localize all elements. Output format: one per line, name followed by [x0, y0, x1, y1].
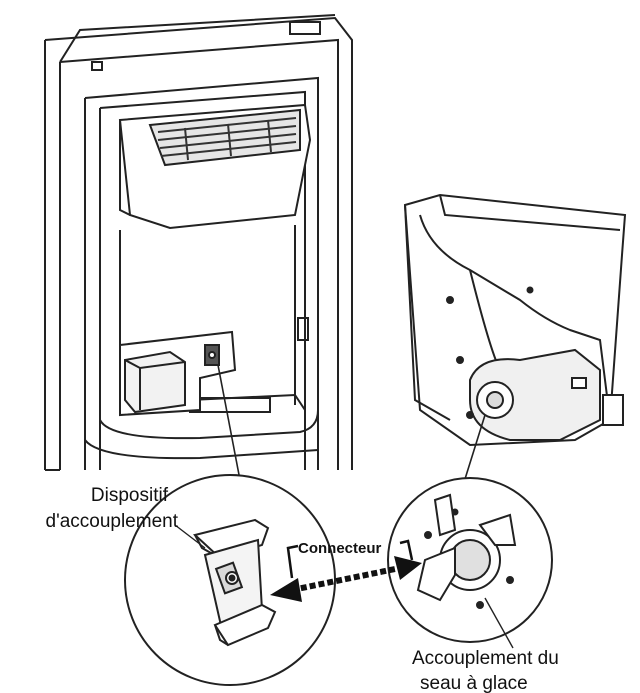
vent-grille [157, 117, 297, 161]
coupling-bracket [192, 518, 277, 647]
coupling-device-zoom [124, 474, 336, 686]
ice-bucket [403, 193, 627, 447]
label-coupling-device-line1: Dispositif [91, 485, 169, 506]
bucket-coupling-zoom [387, 477, 553, 643]
label-coupling-device-line2: d'accouplement [46, 511, 179, 532]
connector-double-arrow [270, 556, 422, 602]
label-pointer-lines [174, 524, 514, 649]
label-connector: Connecteur [298, 540, 382, 557]
label-bucket-coupling-line2: seau à glace [420, 673, 528, 693]
motor-assembly [119, 330, 237, 417]
refrigerator-door [44, 14, 353, 471]
dispenser-vent-housing [118, 103, 312, 230]
label-bucket-coupling-line1: Accouplement du [412, 648, 559, 669]
connector-bracket [286, 539, 414, 579]
